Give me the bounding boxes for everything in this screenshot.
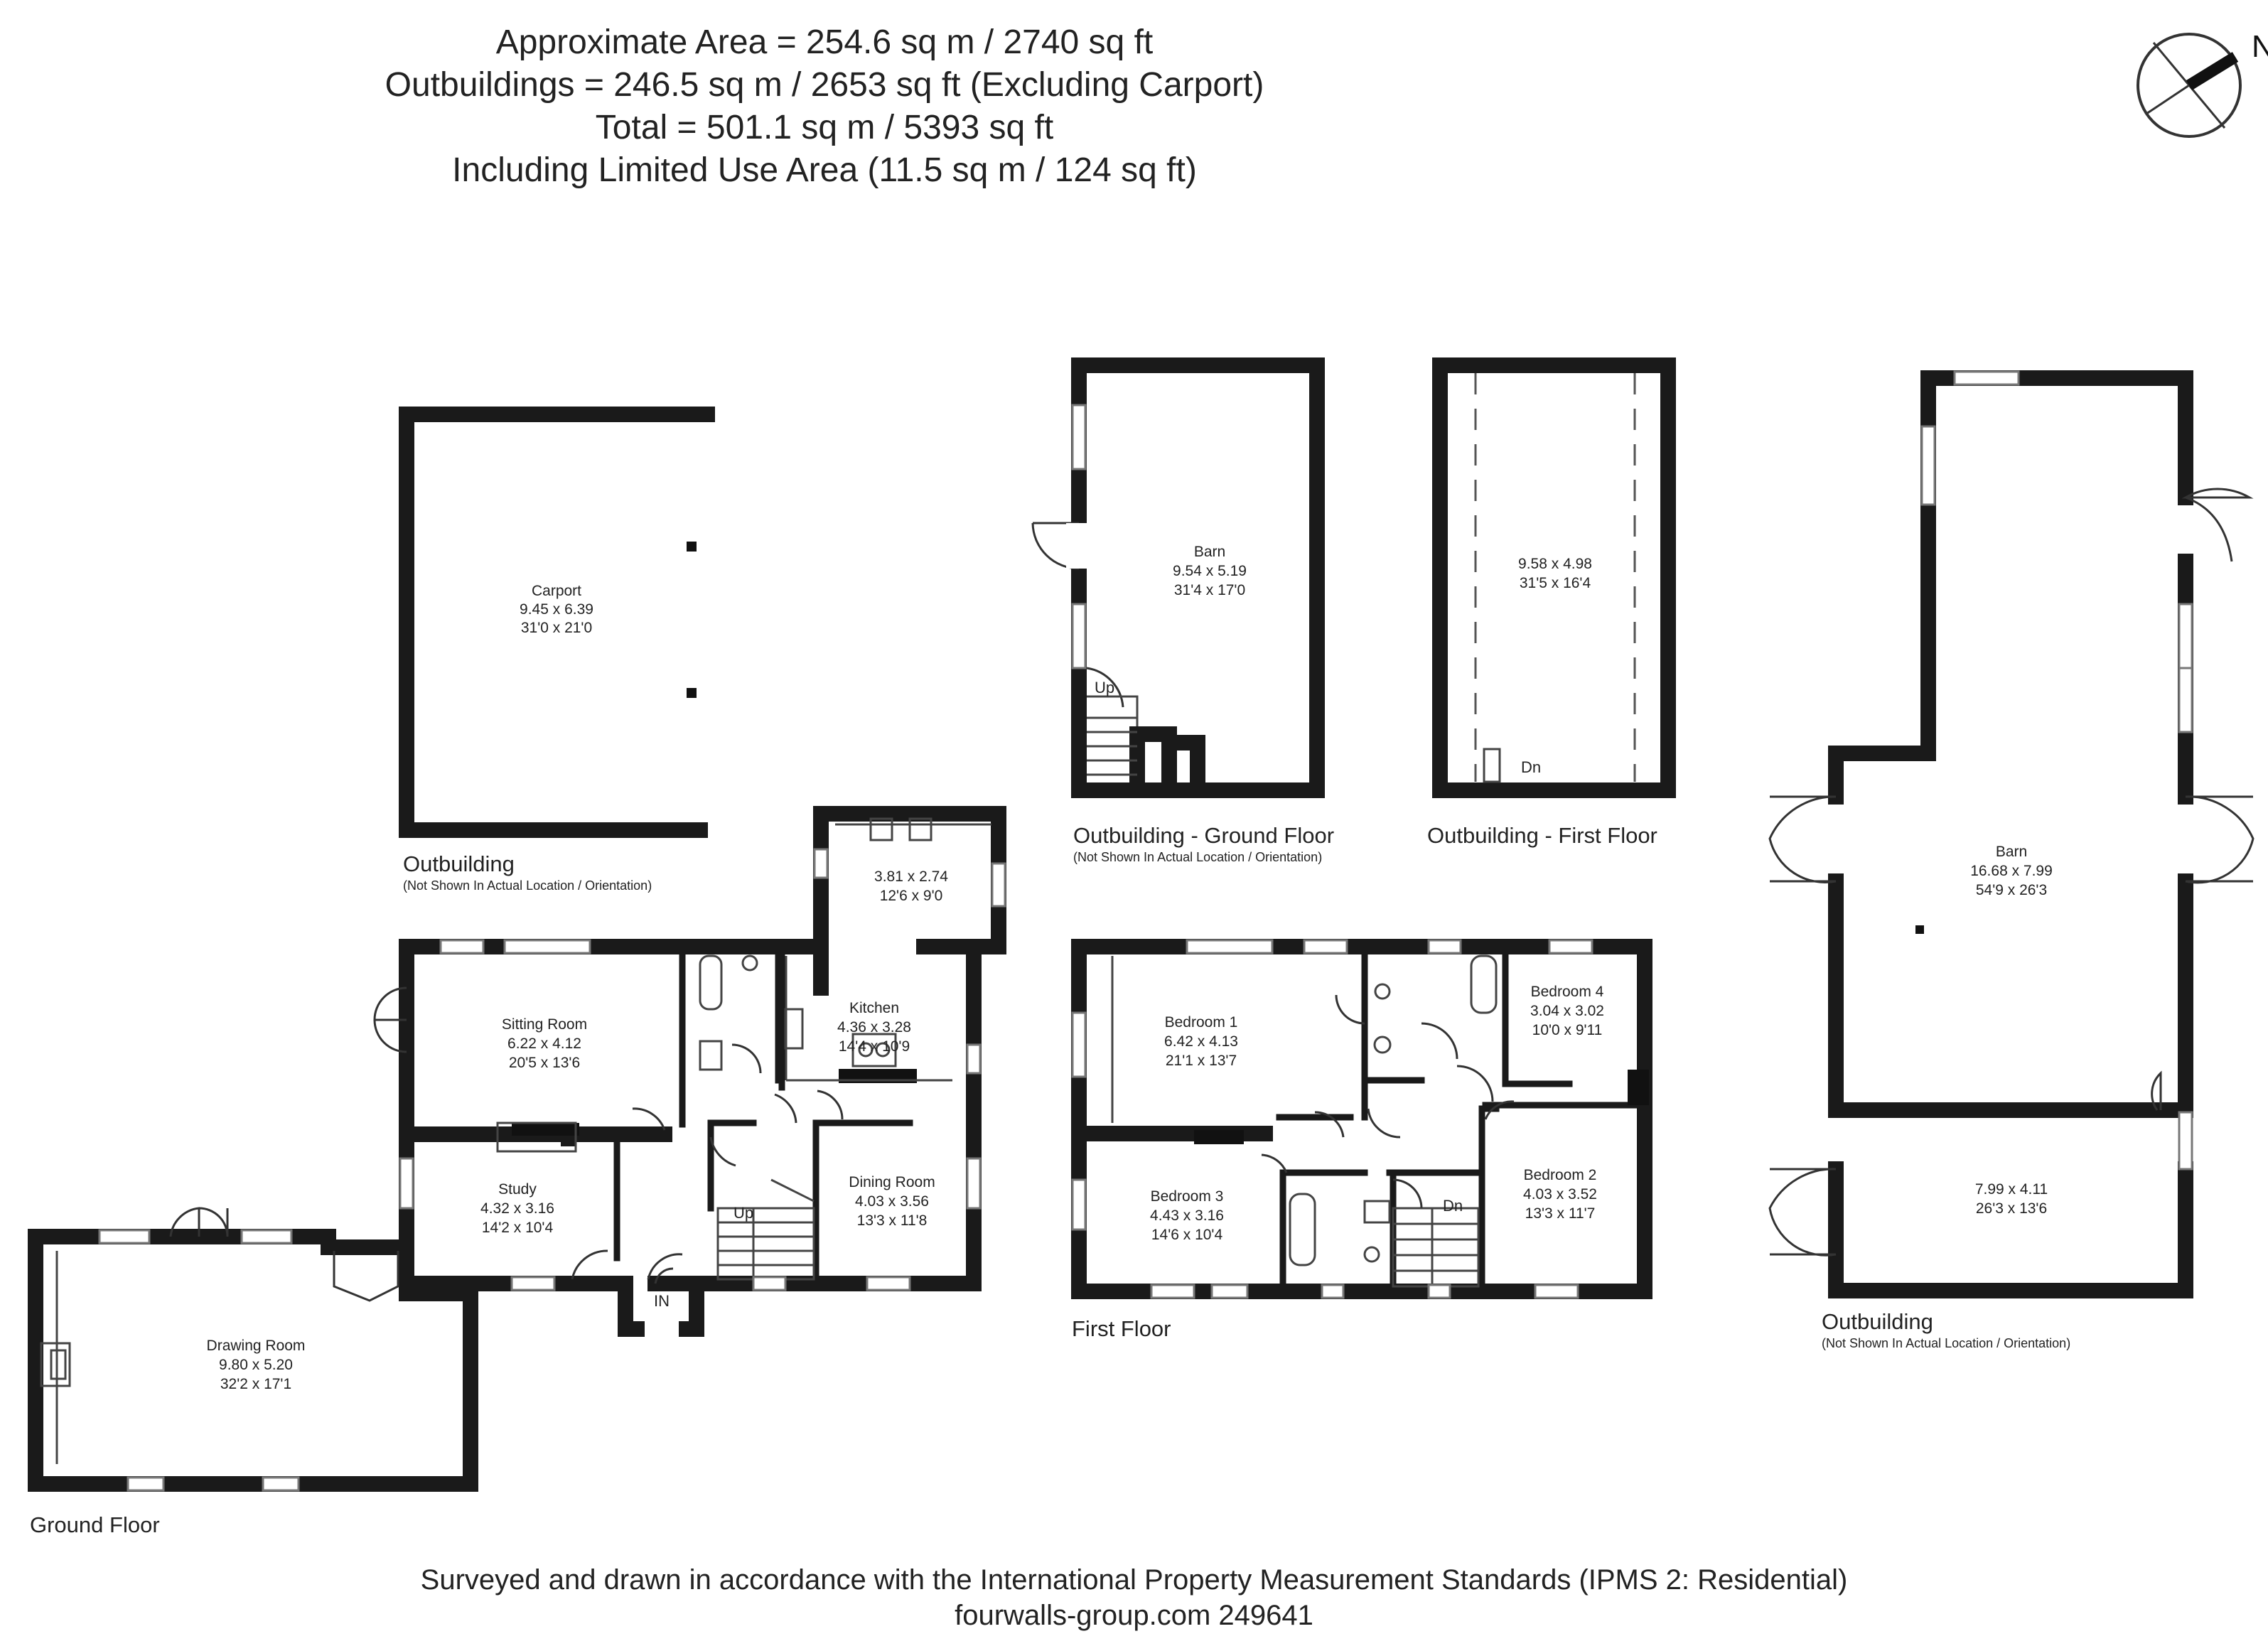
barn-ground-imperial: 31'4 x 17'0 <box>1174 582 1245 598</box>
website-reference: fourwalls-group.com 249641 <box>955 1600 1313 1631</box>
bedroom4-name: Bedroom 4 <box>1531 984 1604 1000</box>
drawing-metric: 9.80 x 5.20 <box>219 1357 293 1373</box>
barn-ground-title: Outbuilding - Ground Floor <box>1073 823 1334 848</box>
utility-imperial: 12'6 x 9'0 <box>880 888 943 904</box>
barn-ground-metric: 9.54 x 5.19 <box>1173 563 1247 579</box>
bedroom3-metric: 4.43 x 3.16 <box>1150 1207 1224 1224</box>
big-barn-name: Barn <box>1996 844 2027 860</box>
barn-first-plan: Dn 9.58 x 4.98 31'5 x 16'4 Outbuilding -… <box>1427 357 1676 848</box>
drawing-name: Drawing Room <box>207 1338 306 1354</box>
north-arrow-icon: N <box>2137 29 2268 138</box>
sitting-imperial: 20'5 x 13'6 <box>509 1055 580 1071</box>
carport-building-title: Outbuilding <box>403 851 515 876</box>
ground-floor-title: Ground Floor <box>30 1512 160 1537</box>
drawing-imperial: 32'2 x 17'1 <box>220 1376 291 1392</box>
barn-ground-up-label: Up <box>1095 679 1114 696</box>
big-barn-plan: Barn 16.68 x 7.99 54'9 x 26'3 7.99 x 4.1… <box>1768 370 2254 1350</box>
barn-first-title: Outbuilding - First Floor <box>1427 823 1657 848</box>
outbuildings-area: Outbuildings = 246.5 sq m / 2653 sq ft (… <box>385 66 1264 104</box>
bedroom3-imperial: 14'6 x 10'4 <box>1151 1227 1223 1243</box>
big-barn-note: (Not Shown In Actual Location / Orientat… <box>1822 1336 2070 1350</box>
barn-first-imperial: 31'5 x 16'4 <box>1520 575 1591 591</box>
study-name: Study <box>498 1181 537 1198</box>
carport-name: Carport <box>532 583 581 599</box>
big-barn-metric: 16.68 x 7.99 <box>1970 863 2053 879</box>
barn-ground-name: Barn <box>1194 544 1225 560</box>
kitchen-name: Kitchen <box>849 1000 899 1016</box>
ground-floor-plan: 3.81 x 2.74 12'6 x 9'0 <box>28 806 1006 1537</box>
barn-first-dn-label: Dn <box>1521 758 1541 776</box>
bedroom4-metric: 3.04 x 3.02 <box>1530 1003 1604 1019</box>
dining-name: Dining Room <box>849 1174 935 1190</box>
area-summary: Approximate Area = 254.6 sq m / 2740 sq … <box>0 21 1649 192</box>
first-dn-label: Dn <box>1443 1197 1463 1215</box>
big-barn-title: Outbuilding <box>1822 1309 1933 1334</box>
big-barn-store-metric: 7.99 x 4.11 <box>1975 1181 2048 1198</box>
big-barn-imperial: 54'9 x 26'3 <box>1976 882 2047 898</box>
bedroom1-metric: 6.42 x 4.13 <box>1164 1033 1238 1050</box>
bedroom2-imperial: 13'3 x 11'7 <box>1525 1205 1596 1222</box>
dining-imperial: 13'3 x 11'8 <box>857 1212 928 1229</box>
barn-ground-plan: Up Barn 9.54 x 5.19 31'4 x 17'0 Outbuild… <box>1031 357 1334 864</box>
big-barn-store-imperial: 26'3 x 13'6 <box>1976 1200 2047 1217</box>
dining-metric: 4.03 x 3.56 <box>855 1193 929 1210</box>
first-floor-plan: Dn Bedroom 1 6.42 x 4.13 21'1 x 13'7 Bed… <box>1071 939 1652 1341</box>
bedroom4-imperial: 10'0 x 9'11 <box>1532 1022 1603 1038</box>
first-floor-title: First Floor <box>1072 1316 1171 1341</box>
barn-first-metric: 9.58 x 4.98 <box>1518 556 1592 572</box>
study-metric: 4.32 x 3.16 <box>480 1200 554 1217</box>
total-area: Total = 501.1 sq m / 5393 sq ft <box>595 109 1054 146</box>
limited-use-area: Including Limited Use Area (11.5 sq m / … <box>452 151 1197 189</box>
barn-ground-note: (Not Shown In Actual Location / Orientat… <box>1073 850 1322 864</box>
survey-footer: Surveyed and drawn in accordance with th… <box>0 1562 2268 1633</box>
kitchen-metric: 4.36 x 3.28 <box>837 1019 911 1036</box>
ipms-statement: Surveyed and drawn in accordance with th… <box>420 1564 1848 1596</box>
carport-metric: 9.45 x 6.39 <box>520 601 593 618</box>
bedroom1-imperial: 21'1 x 13'7 <box>1166 1053 1237 1069</box>
bedroom3-name: Bedroom 3 <box>1151 1188 1224 1205</box>
kitchen-imperial: 14'4 x 10'9 <box>839 1038 910 1055</box>
utility-metric: 3.81 x 2.74 <box>874 868 948 885</box>
north-label: N <box>2252 29 2268 64</box>
ground-up-label: Up <box>733 1204 753 1222</box>
carport-building-note: (Not Shown In Actual Location / Orientat… <box>403 878 652 893</box>
carport-plan: Carport 9.45 x 6.39 31'0 x 21'0 Outbuild… <box>399 407 715 893</box>
sitting-metric: 6.22 x 4.12 <box>507 1036 581 1052</box>
approximate-area: Approximate Area = 254.6 sq m / 2740 sq … <box>495 23 1154 61</box>
entrance-label: IN <box>654 1292 670 1310</box>
study-imperial: 14'2 x 10'4 <box>482 1220 554 1236</box>
sitting-name: Sitting Room <box>502 1016 587 1033</box>
bedroom1-name: Bedroom 1 <box>1165 1014 1238 1031</box>
carport-imperial: 31'0 x 21'0 <box>521 620 592 636</box>
bedroom2-metric: 4.03 x 3.52 <box>1523 1186 1597 1203</box>
bedroom2-name: Bedroom 2 <box>1524 1167 1597 1183</box>
